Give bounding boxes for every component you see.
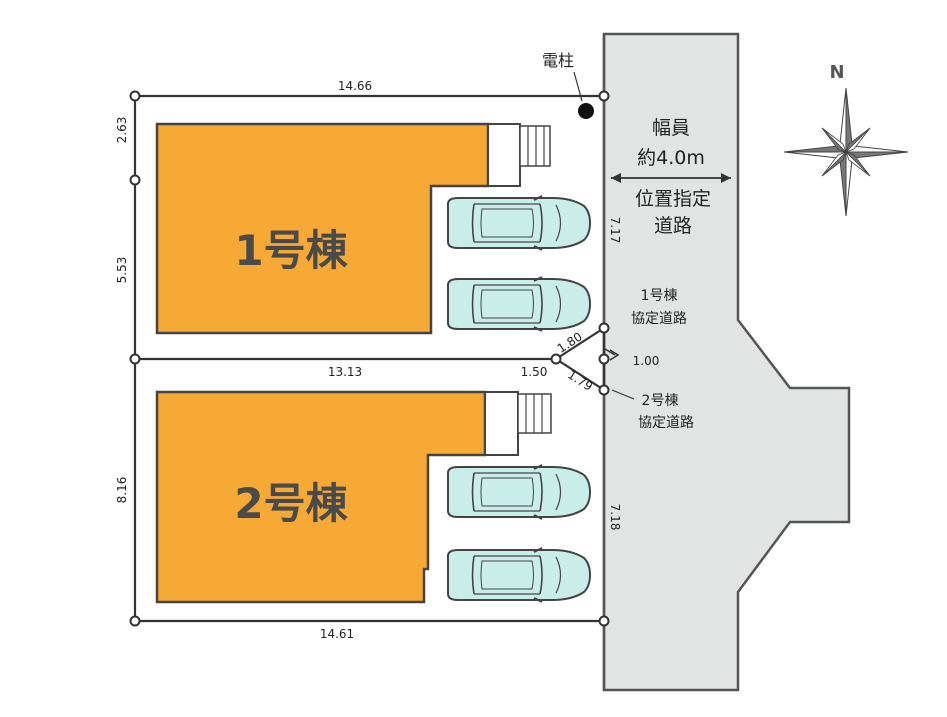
- road-width-value: 約4.0m: [637, 147, 705, 169]
- dim-left-top: 2.63: [115, 117, 129, 144]
- dim-left-mid: 5.53: [115, 257, 129, 284]
- dim-split-bottom: 1.79: [565, 367, 595, 393]
- private-road-2-line1: 2号棟: [642, 393, 679, 409]
- north-label: N: [829, 62, 844, 83]
- car-1: [447, 195, 591, 251]
- building-1-label: 1号棟: [234, 226, 348, 275]
- road-type-line2: 道路: [654, 215, 692, 237]
- dim-left-bottom: 8.16: [115, 477, 129, 504]
- dim-right-upper: 7.17: [608, 217, 622, 244]
- road-area: [602, 32, 851, 692]
- private-road-1-line2: 協定道路: [631, 311, 687, 327]
- utility-pole-icon: [578, 103, 594, 119]
- dim-split-top: 1.80: [555, 329, 585, 355]
- dim-bottom: 14.61: [320, 627, 354, 641]
- car-3: [447, 464, 591, 520]
- dim-middle: 13.13: [328, 365, 362, 379]
- building-2-label: 2号棟: [234, 479, 348, 528]
- dim-split-left: 1.50: [521, 365, 548, 379]
- road-width-title: 幅員: [652, 117, 690, 139]
- car-4: [447, 547, 591, 603]
- boundary-markers: [129, 90, 610, 627]
- car-2: [447, 276, 591, 332]
- private-road-2-line2: 協定道路: [638, 415, 694, 431]
- dim-top: 14.66: [338, 79, 372, 93]
- utility-pole-label: 電柱: [542, 51, 574, 70]
- private-road-1-line1: 1号棟: [641, 288, 678, 304]
- dim-split-right: 1.00: [633, 354, 660, 368]
- north-compass-icon: [783, 87, 909, 217]
- road-type-line1: 位置指定: [635, 188, 711, 210]
- dim-right-lower: 7.18: [608, 504, 622, 531]
